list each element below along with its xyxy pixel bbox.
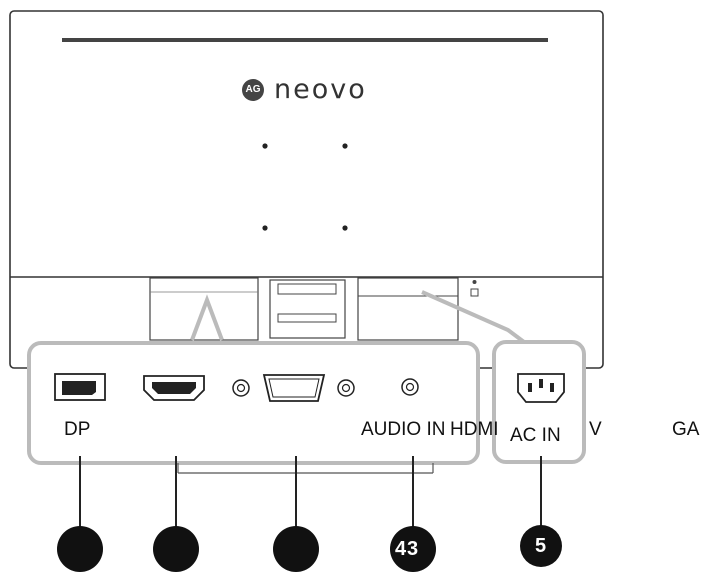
vesa-hole (262, 225, 268, 231)
callout-number-5: 5 (535, 535, 547, 557)
port-zoom-box (27, 341, 480, 465)
hdmi-port-icon (143, 375, 205, 401)
callout-2 (153, 526, 199, 572)
io-bay-left (149, 277, 259, 341)
callout-5 (520, 525, 562, 567)
callout-4 (390, 526, 436, 572)
audio-in-label: AUDIO IN (361, 419, 446, 440)
dp-port-icon (54, 373, 106, 401)
vga-port-icon (232, 374, 355, 402)
ga-label: GA (672, 419, 700, 440)
brand-logo-text: neovo (274, 74, 367, 105)
stand-slot (277, 313, 337, 323)
stand-slot (277, 283, 337, 295)
dp-label: DP (64, 419, 91, 440)
zoom-leader (190, 294, 224, 341)
vent-strip (62, 38, 548, 42)
callout-1 (57, 526, 103, 572)
callout-number-3: 3 (407, 538, 419, 560)
lock-icon (472, 280, 477, 284)
stand-mount (269, 279, 346, 339)
vesa-hole (342, 225, 348, 231)
v-label: V (589, 419, 602, 440)
callout-3 (273, 526, 319, 572)
lock-icon (470, 288, 479, 297)
vesa-hole (342, 143, 348, 149)
ac-in-label: AC IN (510, 425, 561, 446)
brand-logo-badge: AG (242, 79, 264, 101)
callout-number-4: 4 (395, 538, 407, 560)
hdmi-label: HDMI (450, 419, 499, 440)
vesa-hole (262, 143, 268, 149)
audio-in-port-icon (401, 378, 419, 396)
ac-in-port-icon (517, 373, 565, 403)
